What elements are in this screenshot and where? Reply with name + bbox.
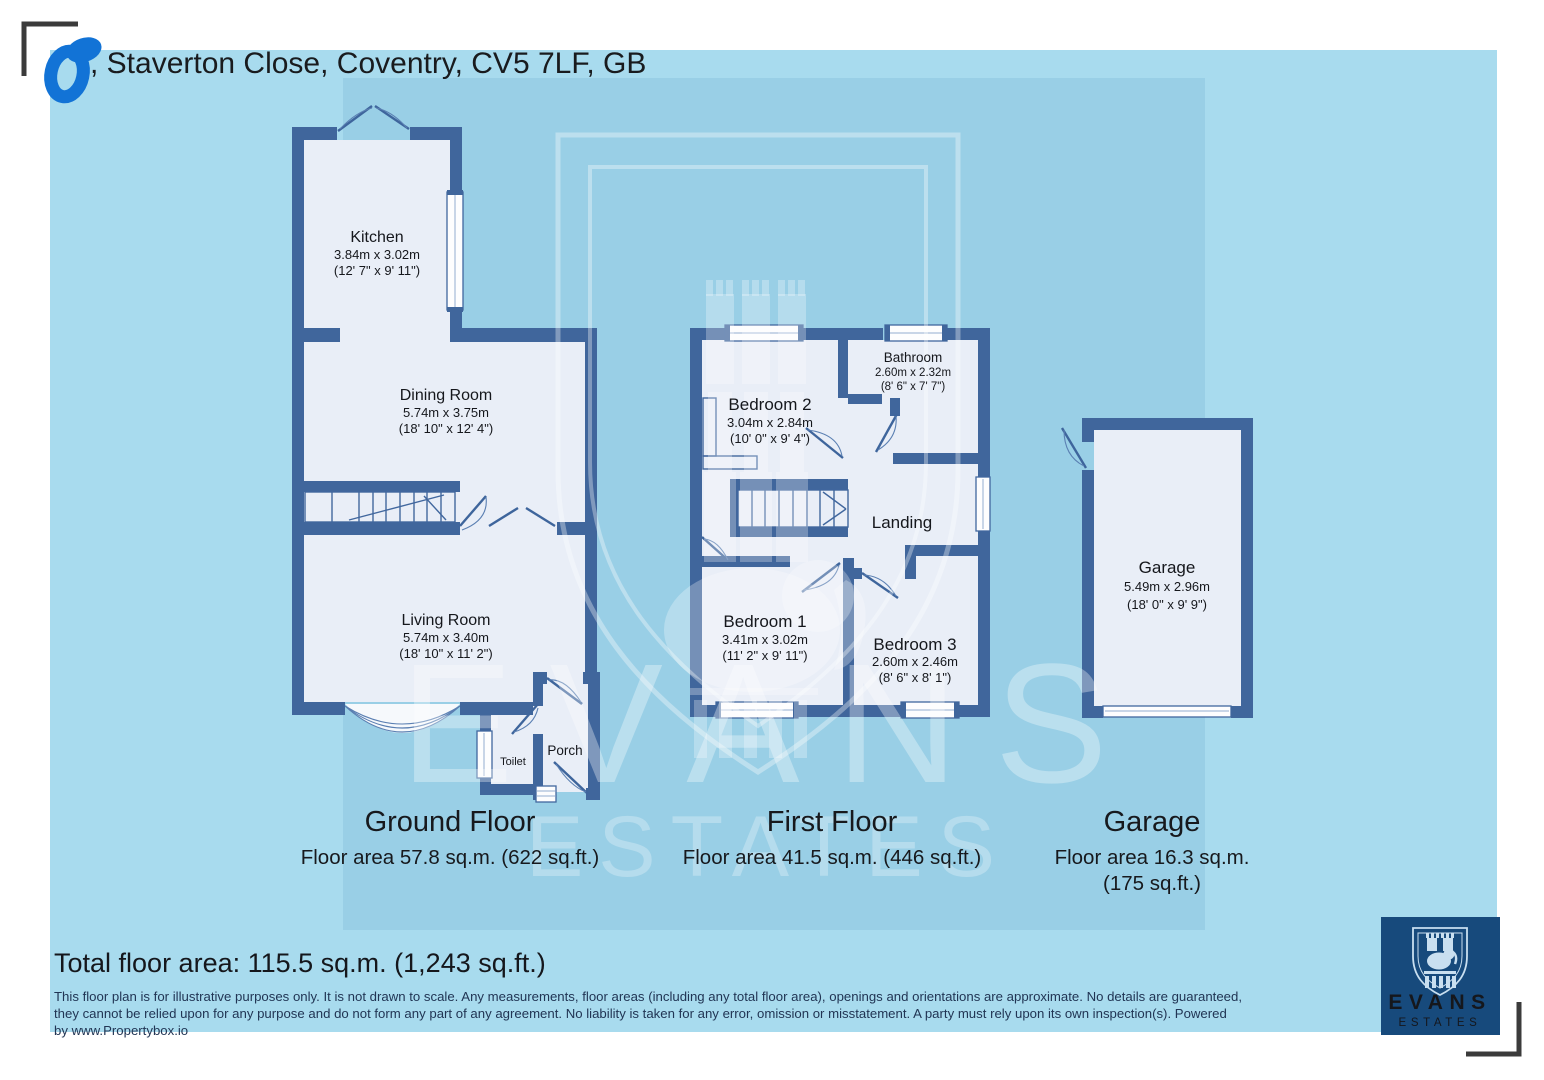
bedroom3-door <box>861 572 899 599</box>
garage-dims-m: 5.49m x 2.96m <box>1124 579 1210 594</box>
bathroom-dims-m: 2.60m x 2.32m <box>875 367 951 379</box>
bedroom3-dims-m: 2.60m x 2.46m <box>872 654 958 669</box>
bedroom2-door <box>805 427 844 459</box>
agency-logo: EVANS ESTATES <box>1381 917 1500 1035</box>
bedroom1-dims-ft: (11' 2" x 9' 11") <box>722 648 807 663</box>
dining-label: Dining Room <box>400 387 492 404</box>
living-label: Living Room <box>402 612 491 629</box>
disclaimer-line2: they cannot be relied upon for any purpo… <box>54 1006 1227 1021</box>
living-dims-ft: (18' 10" x 11' 2") <box>399 646 492 661</box>
watermark: EVANS ESTATES <box>400 132 1144 895</box>
dining-dims-ft: (18' 10" x 12' 4") <box>399 421 493 436</box>
wardrobe <box>702 455 758 470</box>
garage-plan <box>1060 418 1253 718</box>
bathroom-door <box>874 413 899 453</box>
dining-living-door <box>459 495 487 531</box>
toilet-window <box>476 730 493 779</box>
toilet-door <box>511 703 539 735</box>
page-title: , Staverton Close, Coventry, CV5 7LF, GB <box>90 47 646 80</box>
crop-mark-bottom-right <box>1466 1002 1522 1057</box>
kitchen-door <box>337 105 410 132</box>
kitchen-label: Kitchen <box>350 229 403 246</box>
hall-door <box>701 536 731 563</box>
bathroom-window <box>884 324 948 342</box>
logo-sub: ESTATES <box>1399 1017 1482 1029</box>
first-floor-area: Floor area 41.5 sq.m. (446 sq.ft.) <box>683 846 982 869</box>
double-door <box>488 506 556 528</box>
ground-floor-area: Floor area 57.8 sq.m. (622 sq.ft.) <box>301 846 600 869</box>
bedroom3-window <box>900 701 960 719</box>
front-door <box>535 761 589 803</box>
garage-side-door <box>1060 427 1088 469</box>
bedroom1-label: Bedroom 1 <box>723 612 806 631</box>
logo-brand: EVANS <box>1388 991 1491 1014</box>
staircase-ground <box>304 491 456 523</box>
garage-area-line1: Floor area 16.3 sq.m. <box>1055 846 1250 869</box>
garage-door <box>1102 705 1232 718</box>
redaction-scribble <box>44 37 102 104</box>
first-floor-plan <box>690 324 991 719</box>
disclaimer-line3: by www.Propertybox.io <box>54 1023 188 1038</box>
kitchen-window <box>446 190 464 312</box>
bedroom2-label: Bedroom 2 <box>728 395 811 414</box>
bedroom3-dims-ft: (8' 6" x 8' 1") <box>879 670 952 685</box>
toilet-label: Toilet <box>500 756 526 768</box>
kitchen-dims-m: 3.84m x 3.02m <box>334 247 420 262</box>
staircase-first <box>737 489 849 528</box>
dining-dims-m: 5.74m x 3.75m <box>403 405 489 420</box>
porch-label: Porch <box>547 743 582 758</box>
landing-window <box>975 476 991 532</box>
watermark-shield-outline <box>555 132 961 775</box>
garage-room-label: Garage <box>1139 558 1196 577</box>
disclaimer-line1: This floor plan is for illustrative purp… <box>54 989 1242 1004</box>
garage-dims-ft: (18' 0" x 9' 9") <box>1127 597 1207 612</box>
bedroom1-door <box>801 562 841 593</box>
annotations <box>21 21 1522 1057</box>
bedroom1-dims-m: 3.41m x 3.02m <box>722 632 808 647</box>
logo-shield-icon <box>1412 927 1468 997</box>
labels: , Staverton Close, Coventry, CV5 7LF, GB… <box>54 47 1249 1038</box>
ground-floor-title: Ground Floor <box>365 806 536 838</box>
ground-floor-plan <box>292 105 600 803</box>
watermark-brand: EVANS <box>400 629 1144 819</box>
total-floor-area: Total floor area: 115.5 sq.m. (1,243 sq.… <box>54 948 546 978</box>
porch-door <box>546 677 583 705</box>
garage-area-line2: (175 sq.ft.) <box>1103 872 1201 895</box>
watermark-elephant <box>664 560 866 758</box>
kitchen-dims-ft: (12' 7" x 9' 11") <box>334 263 420 278</box>
watermark-towers <box>704 280 808 562</box>
bedroom2-window <box>724 324 804 342</box>
watermark-sub: ESTATES <box>526 799 1010 895</box>
bedroom2-dims-ft: (10' 0" x 9' 4") <box>730 431 810 446</box>
bedroom1-window <box>715 701 799 719</box>
bedroom3-label: Bedroom 3 <box>873 635 956 654</box>
crop-mark-top-left <box>21 21 78 76</box>
bathroom-label: Bathroom <box>884 350 943 365</box>
living-dims-m: 5.74m x 3.40m <box>403 630 489 645</box>
first-floor-title: First Floor <box>767 806 898 838</box>
garage-title: Garage <box>1104 806 1201 838</box>
bathroom-dims-ft: (8' 6" x 7' 7") <box>881 381 945 393</box>
bedroom2-dims-m: 3.04m x 2.84m <box>727 415 813 430</box>
landing-label: Landing <box>872 513 933 532</box>
